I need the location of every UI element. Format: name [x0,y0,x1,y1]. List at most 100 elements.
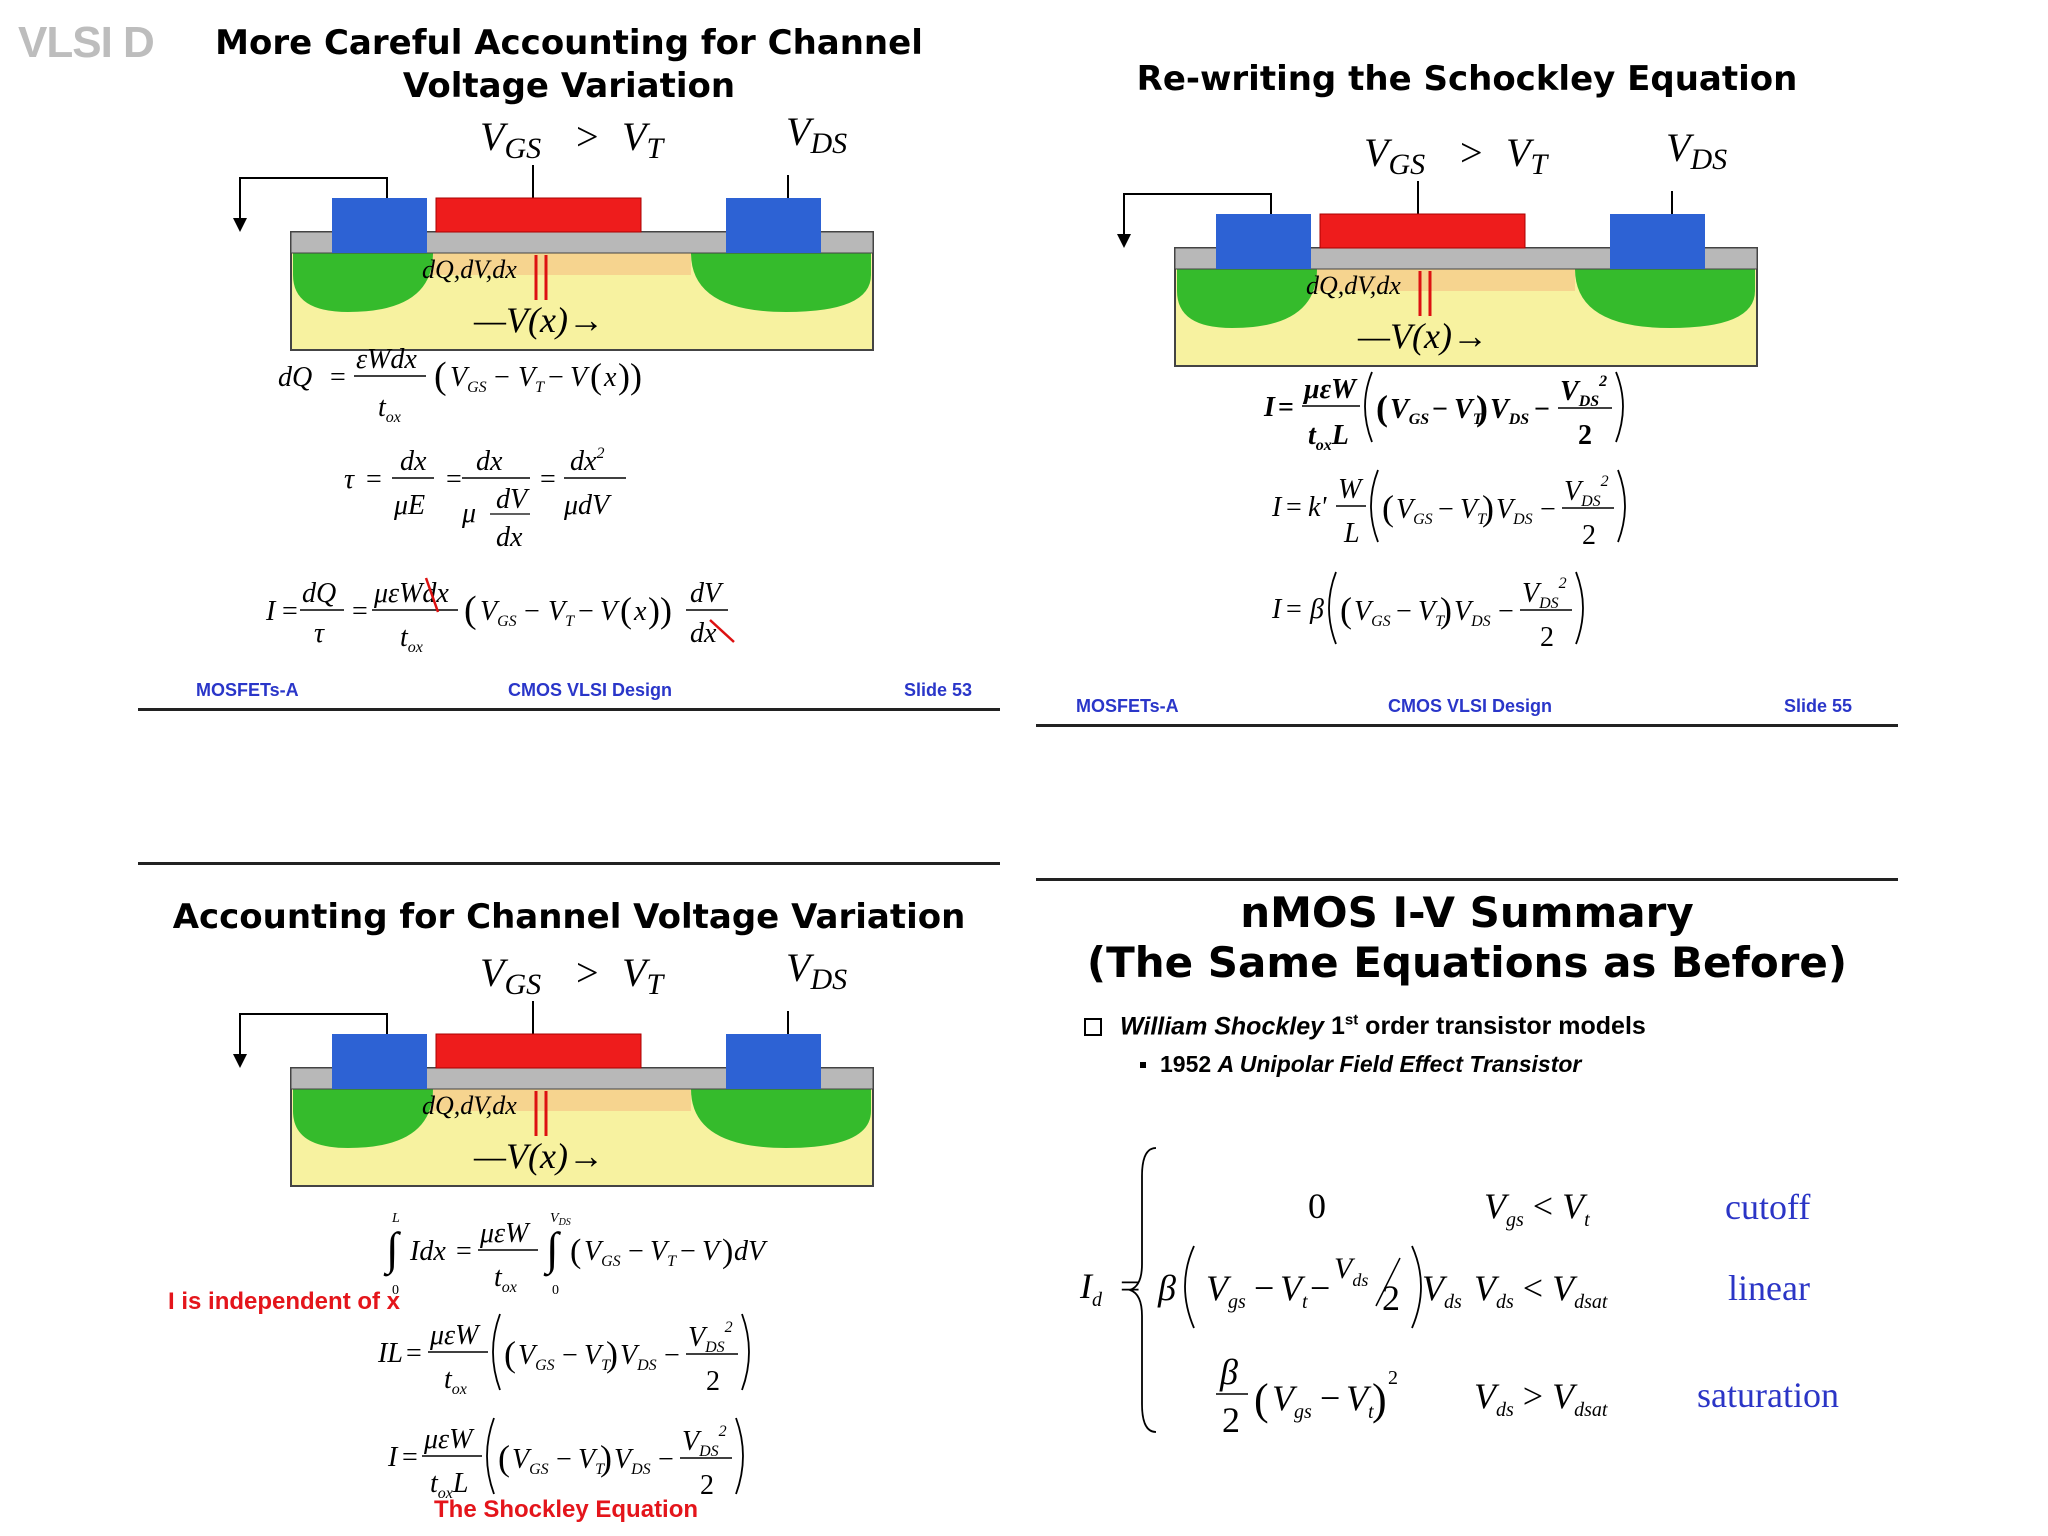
svg-text:VGS: VGS [584,1236,621,1270]
svg-text:=: = [1286,492,1302,523]
svg-text:Vgs: Vgs [1272,1378,1312,1423]
svg-text:VGS: VGS [480,114,541,165]
svg-text:): ) [606,1334,618,1374]
svg-text:2: 2 [1578,420,1592,451]
svg-text:VGS: VGS [1364,130,1425,181]
svg-text:−: − [1540,494,1556,525]
svg-text:)): )) [618,356,642,396]
svg-text:−: − [1498,596,1514,627]
svg-text:(: ( [1382,488,1394,528]
svg-text:VDS: VDS [614,1444,651,1478]
svg-text:VDS2: VDS2 [1522,575,1567,612]
svg-text:τ: τ [344,464,355,495]
ground-arrow-icon [1117,234,1131,248]
svg-text:V: V [570,362,590,393]
linear-condition: Vds < Vdsat [1474,1268,1608,1313]
drain-well [691,253,871,312]
svg-text:εWdx: εWdx [356,344,417,375]
svg-text:): ) [600,1438,612,1478]
equation-il: IL= μεW tox ( VGS− VT) VDS− VDS2 2 [377,1313,750,1398]
source-well [1177,269,1317,328]
svg-text:VDS2: VDS2 [682,1423,727,1460]
charge-label: dQ,dV,dx [422,1091,517,1120]
svg-text:VGS: VGS [480,596,517,630]
svg-text:2: 2 [1382,1278,1400,1318]
cutoff-current: 0 [1308,1186,1326,1226]
svg-text:(: ( [1254,1375,1269,1424]
drain-contact [726,198,821,253]
svg-text:Idx: Idx [409,1236,446,1267]
svg-text:VDS2: VDS2 [1564,473,1609,510]
svg-text:2: 2 [1222,1400,1240,1440]
svg-text:W: W [1338,474,1364,505]
svg-text:μdV: μdV [563,490,612,521]
slide-55-footer-rule [1036,724,1898,727]
slide-54-top-rule [138,862,1000,865]
slide-56-title-line1: nMOS I-V Summary [1240,888,1694,937]
svg-text:k': k' [1308,492,1327,523]
independent-of-x-note: I is independent of x [168,1288,401,1315]
svg-text:dQ: dQ [278,362,312,393]
svg-text:(: ( [1340,590,1352,630]
svg-text:VDS2: VDS2 [688,1319,733,1356]
slide-55-footer-center: CMOS VLSI Design [1388,696,1553,716]
slide-55-title: Re-writing the Schockley Equation [1136,59,1798,99]
gate [435,197,642,233]
svg-text:β: β [1219,1352,1238,1392]
id-symbol: Id [1079,1266,1103,1311]
slide-53-title: More Careful Accounting for Channel Volt… [138,22,1000,108]
svg-text:dV: dV [496,484,530,515]
svg-text:VGS: VGS [480,950,541,1001]
svg-text:−: − [658,1444,674,1475]
source-well [293,253,433,312]
slide-53-footer-left: MOSFETs-A [196,680,299,700]
source-ground-wire [1123,193,1272,241]
vx-label: —V(x)→ [473,1136,604,1176]
drain-well [691,1089,871,1148]
charge-label: dQ,dV,dx [1306,271,1401,300]
square-bullet-icon [1140,1061,1146,1068]
slide-53: More Careful Accounting for Channel Volt… [138,20,1000,720]
svg-text:=: = [402,1442,418,1473]
svg-text:VT: VT [548,596,575,630]
svg-text:=: = [540,464,556,495]
svg-text:−: − [548,362,564,393]
mosfet-cross-section: VGS > VT VDS dQ,dV,dx —V(x)→ [233,945,874,1187]
svg-text:=: = [366,464,382,495]
slide-53-footer-rule [138,708,1000,711]
svg-text:Vt: Vt [1346,1378,1374,1423]
drain-contact [1610,214,1705,269]
svg-text:−: − [628,1236,644,1267]
equation-tau: τ= dx μE = dx dV μdx = dx2 μdV [344,445,626,553]
slide-56-top-rule [1036,878,1898,881]
bullet-item: William Shockley 1st order transistor mo… [1084,1012,1646,1041]
svg-text:VDS2: VDS2 [1560,373,1607,410]
regime-linear: linear [1728,1268,1810,1308]
iv-summary-equation: Id = 0 β Vgs − Vt − Vds 2 Vds β 2 ( [1079,1147,1608,1440]
svg-text:−: − [1438,494,1454,525]
regime-saturation: saturation [1697,1375,1839,1415]
svg-text:VGS: VGS [518,1340,555,1374]
svg-text:−: − [562,1340,578,1371]
svg-text:(: ( [620,590,632,630]
slide-53-equations: dQ= εWdx tox ( VGS− VT− V(x)) τ= dx μE =… [265,344,735,656]
svg-text:dx: dx [476,446,503,477]
slide-54-title: Accounting for Channel Voltage Variation [172,897,966,937]
vgs-label: VGS > VT VDS [480,945,847,1001]
svg-text:2: 2 [1540,622,1554,653]
linear-current: β Vgs − Vt − Vds 2 Vds [1157,1245,1462,1329]
equals-sign: = [1120,1266,1140,1306]
slide-55: Re-writing the Schockley Equation VGS > … [1036,36,1898,736]
svg-text:−: − [664,1340,680,1371]
source-contact [332,198,427,253]
slide-53-footer-right: Slide 53 [904,680,973,700]
saturation-condition: Vds > Vdsat [1474,1376,1608,1421]
svg-text:VT: VT [518,362,545,396]
slide-53-title-line1: More Careful Accounting for Channel [215,23,923,63]
svg-text:−: − [578,596,594,627]
equation-shockley-2: I= k' W L ( VGS− VT) VDS− VDS2 2 [1271,469,1626,551]
svg-text:VDS: VDS [1490,394,1529,428]
svg-text:L: L [391,1211,400,1226]
svg-text:): ) [722,1233,733,1270]
